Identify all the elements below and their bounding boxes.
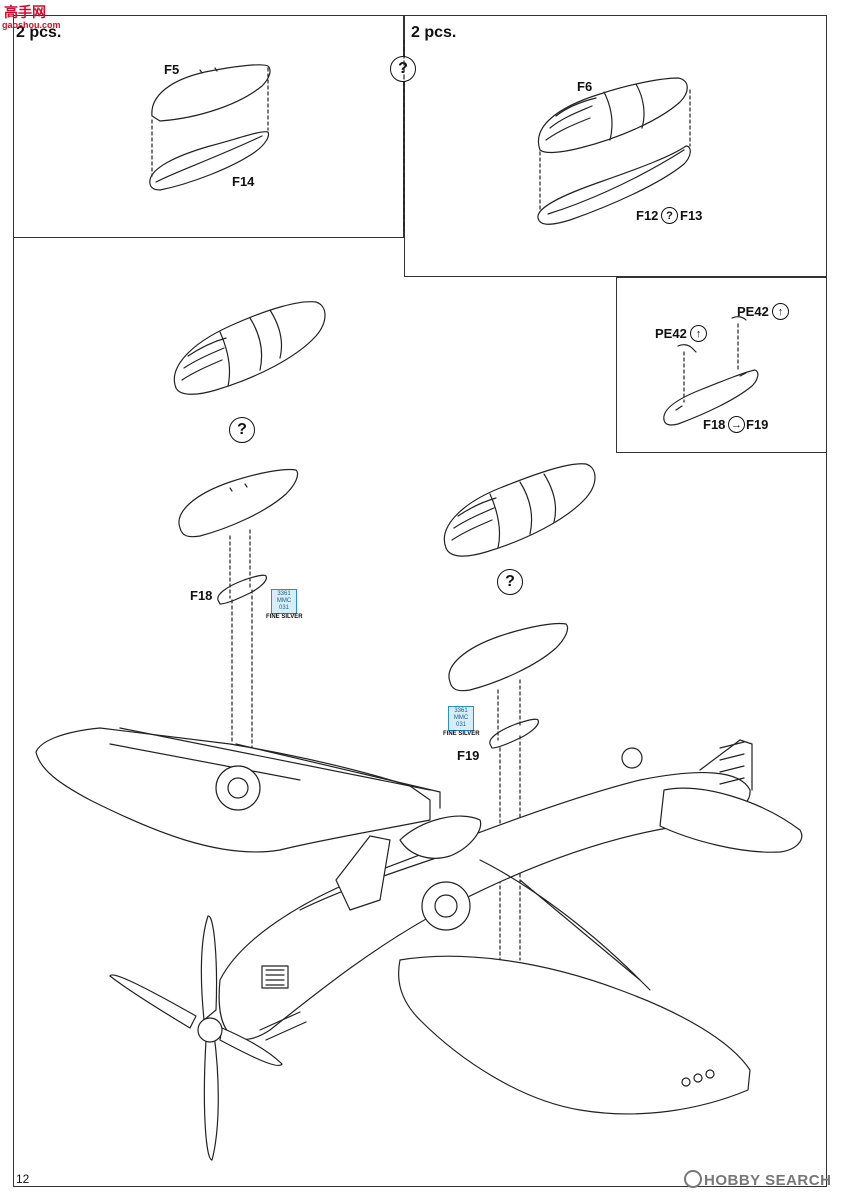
paint-number: 031 [455,722,466,728]
optional-icon: ? [497,569,523,595]
assembly-guide-lines [539,89,691,213]
fairing-right-drawing [448,622,569,692]
part-label-pe42-right: PE42 [737,304,769,319]
paint-brand: MMC [453,715,469,721]
paint-name-right: FINE SILVER [443,731,480,737]
fairing-f14-drawing [149,131,270,191]
watermark: 高手网 gaoshou.com [0,0,76,34]
bend-icon: ↑ [772,303,789,320]
logo-circle-icon [684,1170,702,1188]
optional-icon: ? [390,56,416,82]
page-number: 12 [16,1172,30,1186]
tank-f12-f13-drawing [537,145,691,225]
part-label-f13: F13 [680,208,703,223]
join-icon: → [728,416,745,433]
pylon-detail-drawing [663,316,759,426]
bend-icon: ↑ [690,325,707,342]
source-logo-text: HOBBY SEARCH [704,1172,832,1189]
panel-top-left [13,15,404,238]
watermark-en: gaoshou.com [2,20,61,30]
paint-name-left: FINE SILVER [266,614,303,620]
part-label-f6: F6 [577,79,593,94]
paint-brand: MMC [276,598,292,604]
part-label-f18: F18 [190,588,213,603]
paint-number: 031 [278,605,289,611]
panel-top-right [404,15,827,277]
part-label-pe42-left: PE42 [655,326,687,341]
aircraft-drawing [35,727,803,1161]
fairing-left-drawing [178,468,299,538]
part-label-f12: F12 [636,208,659,223]
paint-code: 3361 [454,708,468,714]
optional-icon: ? [661,207,678,224]
source-logo: HOBBY SEARCH [684,1170,831,1189]
pylon-f18-drawing [217,574,267,605]
part-label-f14: F14 [232,174,255,189]
drop-tank-upper-drawing [173,301,326,395]
drop-tank-right-drawing [443,463,596,557]
part-label-f19-detail: F19 [746,417,769,432]
pylon-f19-drawing [489,718,539,749]
fairing-f5-drawing [151,64,271,122]
qty-label-left: 2 pcs. [16,24,62,41]
assembly-guide-lines [151,67,269,177]
optional-icon: ? [229,417,255,443]
panel-detail [616,277,827,453]
part-label-f19: F19 [457,748,480,763]
part-label-f5: F5 [164,62,180,77]
part-label-f18-detail: F18 [703,417,726,432]
qty-label-right: 2 pcs. [411,24,457,41]
paint-callout-left: 3361 MMC 031 [271,589,297,614]
tank-f6-drawing [537,77,688,154]
paint-callout-right: 3361 MMC 031 [448,706,474,731]
assembly-guide-lines [683,323,739,403]
watermark-cn: 高手网 [4,4,46,20]
paint-code: 3361 [277,591,291,597]
